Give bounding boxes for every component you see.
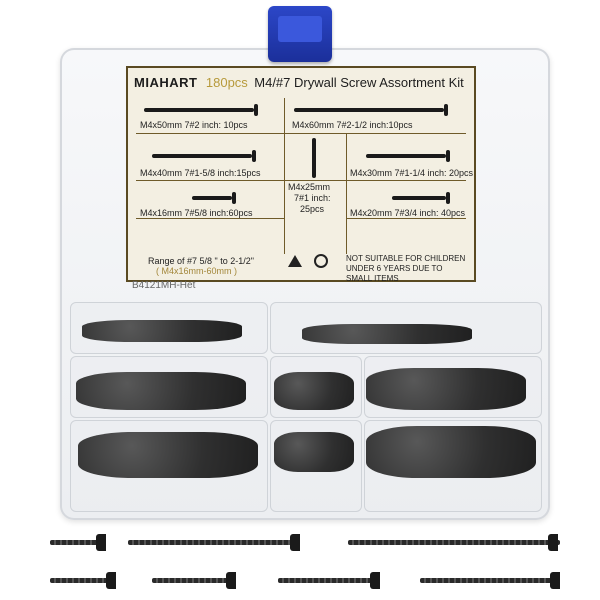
screw-pile — [274, 432, 354, 472]
size-cell: M4x60mm 7#2-1/2 inch:10pcs — [292, 120, 413, 130]
screw-illustration — [366, 154, 446, 158]
screw-head — [254, 104, 258, 116]
screw-illustration — [312, 138, 316, 178]
loose-screw — [340, 534, 560, 551]
warning-triangle-icon — [288, 255, 302, 267]
screw-illustration — [392, 196, 446, 200]
no-children-icon — [314, 254, 328, 268]
grid-divider — [136, 218, 284, 219]
loose-screw — [42, 534, 106, 551]
loose-screw — [412, 572, 560, 589]
grid-divider — [284, 98, 285, 133]
screw-head — [232, 192, 236, 204]
brand-name: MIAHART — [134, 75, 198, 90]
piece-count: 180pcs — [205, 75, 248, 90]
case-latch — [268, 6, 332, 62]
screw-illustration — [294, 108, 444, 112]
grid-divider — [284, 133, 285, 254]
size-cell: M4x40mm 7#1-5/8 inch:15pcs — [140, 168, 261, 178]
screw-pile — [302, 324, 472, 344]
grid-divider — [346, 133, 347, 254]
product-label: MIAHART 180pcs M4/#7 Drywall Screw Assor… — [126, 66, 476, 283]
label-title: MIAHART 180pcs M4/#7 Drywall Screw Assor… — [134, 74, 470, 98]
size-grid: M4x50mm 7#2 inch: 10pcs M4x60mm 7#2-1/2 … — [136, 98, 473, 254]
size-cell: 25pcs — [300, 204, 325, 214]
screw-head — [446, 192, 450, 204]
loose-screw — [120, 534, 300, 551]
loose-screw — [42, 572, 116, 589]
screw-illustration — [144, 108, 254, 112]
loose-screw — [270, 572, 380, 589]
size-cell: M4x25mm — [288, 182, 331, 192]
screw-head — [252, 150, 256, 162]
screw-illustration — [192, 196, 232, 200]
size-cell: M4x16mm 7#5/8 inch:60pcs — [140, 208, 253, 218]
screw-pile — [76, 372, 246, 410]
product-code: B4121MH-Het — [132, 280, 196, 291]
compartment-tray — [66, 302, 544, 516]
screw-pile — [78, 432, 258, 478]
size-cell: M4x50mm 7#2 inch: 10pcs — [140, 120, 248, 130]
loose-screw — [144, 572, 236, 589]
grid-divider — [136, 133, 466, 134]
warning-text: NOT SUITABLE FOR CHILDREN UNDER 6 YEARS … — [346, 254, 466, 283]
range-text: Range of #7 5/8 " to 2-1/2" — [148, 256, 254, 266]
screw-illustration — [152, 154, 252, 158]
screw-head — [446, 150, 450, 162]
size-cell: M4x30mm 7#1-1/4 inch: 20pcs — [350, 168, 474, 178]
kit-name: M4/#7 Drywall Screw Assortment Kit — [254, 75, 464, 90]
grid-divider — [136, 180, 466, 181]
screw-head — [444, 104, 448, 116]
size-cell: M4x20mm 7#3/4 inch: 40pcs — [350, 208, 466, 218]
range-size-text: ( M4x16mm-60mm ) — [156, 266, 238, 276]
screw-pile — [274, 372, 354, 410]
size-cell: 7#1 inch: — [294, 193, 331, 203]
screw-pile — [82, 320, 242, 342]
grid-divider — [346, 218, 466, 219]
screw-pile — [366, 426, 536, 478]
screw-pile — [366, 368, 526, 410]
